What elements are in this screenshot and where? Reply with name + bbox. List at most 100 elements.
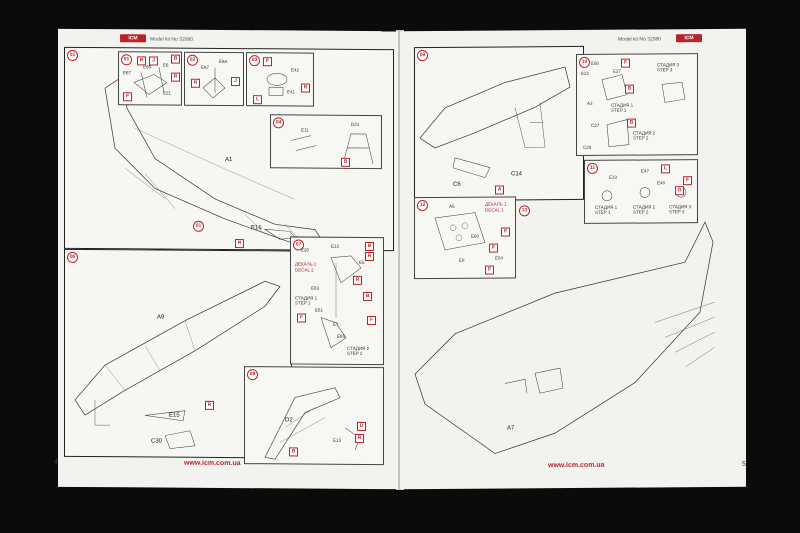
part-label-e47: E47	[641, 168, 650, 174]
paint-badge-b: B	[171, 54, 180, 64]
part-label-d21: D21	[351, 121, 360, 127]
paint-badge-j: J	[149, 56, 158, 66]
paint-badge-b: B	[363, 291, 372, 302]
part-label-e15: E15	[169, 412, 180, 419]
paint-badge-f: F	[263, 57, 272, 67]
part-label-e22: E22	[581, 70, 590, 76]
step-11-frame: 11 E33 E47 E48 СТАДИЯ 1 STEP 1 СТАДИЯ 2 …	[584, 159, 698, 224]
detail-drawing	[133, 67, 168, 98]
page-header: Model kit No 32080	[150, 36, 194, 43]
instrument-panel-drawing	[434, 212, 486, 251]
paint-badge-g: G	[675, 186, 684, 196]
part-label-e61: E61	[315, 307, 324, 313]
paint-badge-r: R	[365, 251, 374, 262]
part-label-e21: E21	[163, 90, 172, 96]
part-label-e50: E50	[591, 60, 600, 66]
paint-badge-f: F	[683, 176, 692, 186]
step-reference: 01	[193, 220, 204, 232]
part-label-a7: A7	[507, 425, 515, 432]
paint-badge-f: F	[489, 243, 498, 253]
part-label-c6: C6	[453, 181, 461, 188]
step-12-frame: 12 A5 E60 E8 E64 ДЕКАЛЬ 1 DECAL 1 F F F	[414, 196, 516, 280]
step-04-frame: 04 E11 D21 B	[270, 114, 382, 170]
part-label-e20: E20	[301, 247, 310, 253]
part-label-e7: E7	[333, 321, 339, 327]
paint-badge-b: B	[289, 447, 298, 457]
part-label-e64: E64	[495, 255, 504, 261]
detail-drawing	[290, 133, 374, 165]
part-label-e60: E60	[471, 233, 480, 239]
paint-badge-f: F	[501, 227, 510, 237]
part-label-e68: E68	[219, 58, 228, 64]
detail-drawing	[601, 74, 686, 148]
paint-badge-d: D	[357, 421, 366, 431]
part-label-e5: E5	[359, 259, 365, 265]
decal-note-ru: ДЕКАЛЬ 1	[485, 201, 507, 207]
step-03-frame: 03 E42 E41 F L R	[246, 52, 314, 107]
paint-badge-r: R	[171, 72, 180, 82]
part-label-e48: E48	[657, 180, 666, 186]
part-label-e67: E67	[123, 70, 132, 76]
paint-badge-b: B	[625, 84, 634, 94]
step-note-en: STEP 2	[347, 350, 363, 356]
paint-badge-j: J	[231, 77, 240, 87]
paint-badge-f: F	[621, 58, 630, 68]
paint-badge-f: F	[123, 92, 132, 102]
paint-badge-b: B	[365, 241, 374, 252]
step-note-en: STEP 2	[633, 135, 649, 141]
fuselage-right-half-drawing	[74, 280, 281, 449]
decal-note-ru: ДЕКАЛЬ 2	[295, 261, 317, 267]
website-url: www.icm.com.ua	[184, 459, 241, 468]
part-label-c30: C30	[151, 438, 163, 445]
page-header: Model kit No 32080	[618, 36, 662, 43]
decal-note-en: DECAL 2	[295, 267, 314, 273]
paint-badge-r: R	[137, 56, 146, 66]
paint-badge-r: R	[191, 78, 200, 88]
part-label-c14: C14	[511, 171, 523, 178]
paint-badge-l: L	[661, 164, 670, 174]
part-label-e27: E27	[613, 68, 622, 74]
paint-badge-f: F	[297, 313, 306, 323]
part-label-a9: A9	[157, 314, 165, 321]
part-label-c27: C27	[591, 122, 600, 128]
part-label-e13: E13	[331, 243, 340, 249]
step-08-frame: 08 D2 E13 D R B	[244, 366, 384, 466]
part-label-e8: E8	[459, 257, 465, 263]
step-10-frame: 10 E50 E22 E27 A3 C27 C28 СТАДИЯ 3 STEP …	[576, 53, 698, 156]
decal-note-en: DECAL 1	[485, 207, 504, 213]
detail-drawing	[320, 255, 362, 349]
paint-badge-r: R	[355, 433, 364, 443]
fuselage-assembly-drawing	[414, 221, 716, 454]
step-13-frame: 13 A7	[414, 201, 718, 460]
part-label-e42: E42	[291, 67, 300, 73]
step-07-frame: 07 E20 E13 E5 E63 E61 E7 E65 ДЕКАЛЬ 2 DE…	[290, 236, 384, 366]
part-label-e41: E41	[287, 89, 296, 95]
part-label-e65: E65	[337, 333, 346, 339]
paint-badge-r: R	[205, 400, 214, 410]
paint-badge-f: F	[367, 315, 376, 326]
part-label-e6: E6	[163, 62, 169, 68]
part-label-e16: E16	[251, 225, 262, 232]
fuselage-cockpit-drawing	[419, 66, 571, 178]
left-page: ICM Model kit No 32080 01 A1 E16 R 01 01…	[54, 28, 398, 490]
icm-logo: ICM	[676, 34, 702, 43]
part-label-a3: A3	[587, 100, 593, 106]
step-01-detail: 01 E67 E66 E6 E21 F R J B R	[118, 51, 182, 106]
part-label-e67: E67	[201, 64, 210, 70]
part-label-e63: E63	[311, 285, 320, 291]
part-label-e13: E13	[333, 437, 342, 443]
website-url: www.icm.com.ua	[548, 461, 605, 470]
paint-badge-a: A	[495, 185, 504, 195]
page-number: 4	[54, 458, 58, 466]
step-09-frame: 09 C6 C14 A	[414, 45, 584, 202]
detail-drawing	[264, 387, 361, 460]
step-02-frame: 02 E68 E67 R J	[184, 51, 244, 107]
icm-logo: ICM	[120, 34, 146, 43]
paint-badge-l: L	[253, 95, 262, 105]
paint-badge-b: B	[627, 118, 636, 128]
step-note-en: STEP 1	[295, 300, 311, 306]
step-06-frame: 06 A9 E15 C30 R	[64, 248, 292, 459]
page-number: 5	[742, 460, 746, 468]
paint-badge-r: R	[301, 83, 310, 93]
